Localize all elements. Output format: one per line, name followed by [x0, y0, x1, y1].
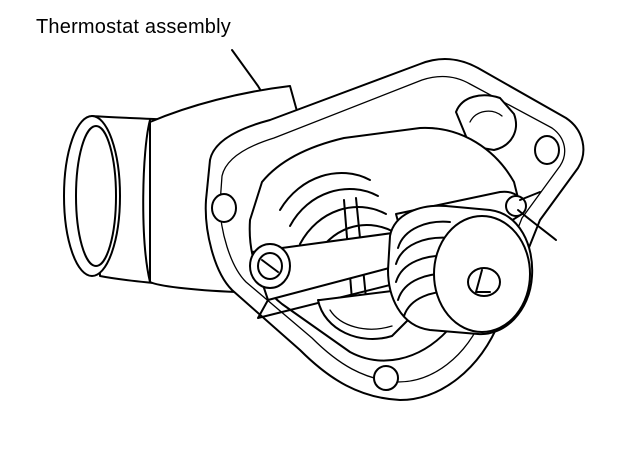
bolt-hole-left [211, 193, 237, 223]
flange-bolt-holes [211, 135, 560, 391]
thermostat-pellet [387, 204, 534, 336]
bolt-hole-bottom [373, 365, 399, 391]
thermostat-frame [251, 231, 413, 340]
callout-label-thermostat-assembly: Thermostat assembly [36, 16, 231, 38]
bolt-hole-top-right [534, 135, 560, 165]
mounting-screw-left [249, 243, 291, 289]
housing-boss [455, 94, 517, 151]
